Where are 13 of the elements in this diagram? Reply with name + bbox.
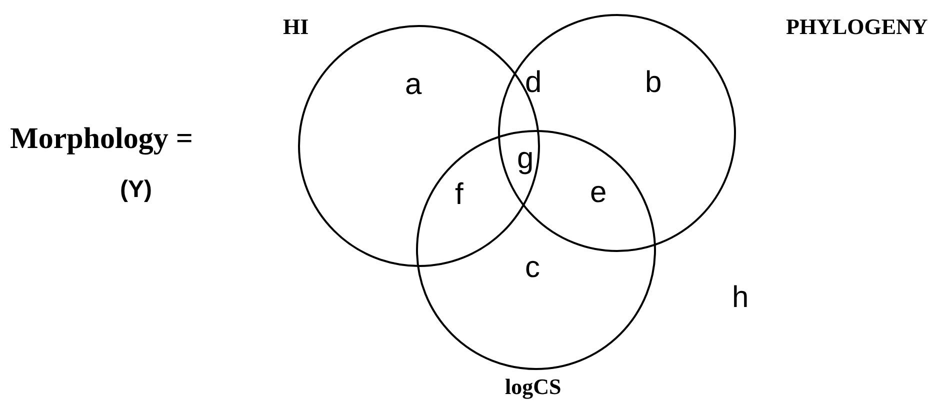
set-label: PHYLOGENY [786, 16, 928, 38]
equation-label: Morphology = [10, 124, 193, 154]
region-label: a [405, 70, 422, 100]
region-label: g [517, 144, 534, 174]
region-label: e [590, 178, 607, 208]
region-label: d [525, 68, 542, 98]
region-label: c [525, 253, 540, 283]
region-label: h [732, 283, 749, 313]
region-label: b [645, 68, 662, 98]
region-label: f [455, 180, 464, 210]
set-label: HI [283, 16, 309, 38]
variable-label: (Y) [120, 178, 152, 202]
set-label: logCS [505, 376, 562, 398]
